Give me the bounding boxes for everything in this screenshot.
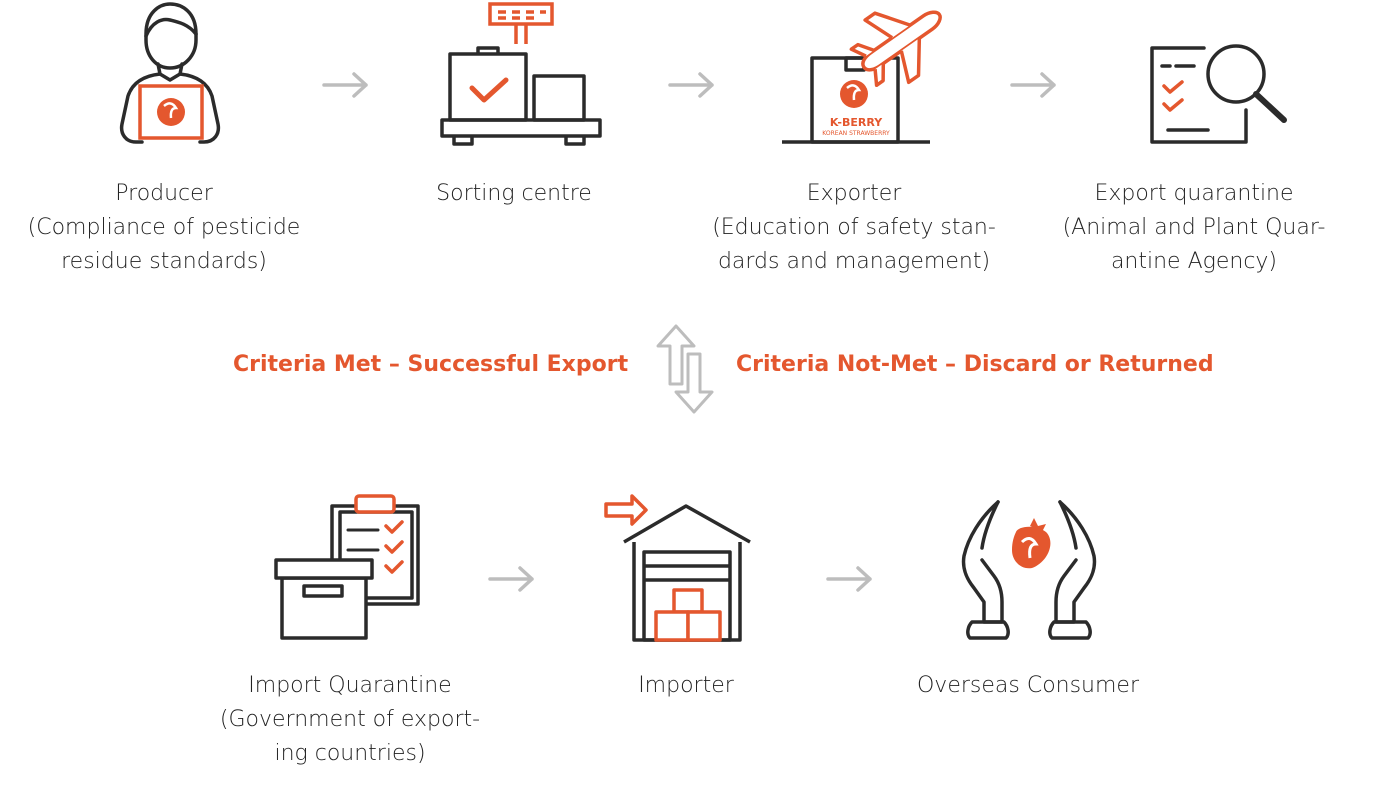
step-title: Export quarantine	[1094, 181, 1294, 206]
step-producer-label: Producer (Compliance of pesticide residu…	[14, 177, 314, 279]
step-subtitle: dards and management)	[717, 249, 991, 274]
step-title: Producer	[115, 181, 213, 206]
hands-strawberry-icon	[961, 500, 1097, 640]
step-subtitle: (Compliance of pesticide	[27, 215, 301, 240]
step-title: Importer	[638, 673, 734, 698]
box-brand-tagline: KOREAN STRAWBERRY	[822, 130, 890, 137]
export-box-plane-icon: K-BERRY KOREAN STRAWBERRY	[782, 10, 942, 144]
flow-arrow-icon	[1010, 72, 1056, 98]
step-title: Exporter	[806, 181, 902, 206]
step-subtitle: (Animal and Plant Quar-	[1062, 215, 1326, 240]
step-subtitle: residue standards)	[61, 249, 267, 274]
step-title: Sorting centre	[436, 181, 592, 206]
clipboard-box-icon	[274, 494, 420, 640]
step-subtitle: (Education of safety stan-	[712, 215, 996, 240]
sorting-scale-icon	[440, 2, 602, 146]
step-title: Overseas Consumer	[916, 673, 1140, 698]
step-importer-label: Importer	[566, 669, 806, 703]
step-title: Import Quarantine	[248, 673, 452, 698]
inspection-magnifier-icon	[1150, 44, 1287, 144]
flow-arrow-icon	[826, 566, 872, 592]
flow-arrow-icon	[322, 72, 368, 98]
step-exporter-label: Exporter (Education of safety stan- dard…	[694, 177, 1014, 279]
step-overseas-consumer-label: Overseas Consumer	[888, 669, 1168, 703]
step-subtitle: (Government of export-	[219, 707, 481, 732]
criteria-met-label: Criteria Met – Successful Export	[233, 352, 629, 377]
step-subtitle: antine Agency)	[1110, 249, 1278, 274]
criteria-not-met-label: Criteria Not-Met – Discard or Returned	[736, 352, 1214, 377]
step-subtitle: ing countries)	[274, 741, 426, 766]
flow-arrow-icon	[668, 72, 714, 98]
flow-arrow-icon	[488, 566, 534, 592]
bidirectional-arrow-icon	[656, 324, 714, 414]
warehouse-icon	[604, 494, 751, 642]
producer-icon	[119, 2, 221, 144]
step-import-quarantine-label: Import Quarantine (Government of export-…	[200, 669, 500, 771]
box-brand-name: K-BERRY	[830, 116, 883, 129]
step-sorting-label: Sorting centre	[384, 177, 644, 211]
step-export-quarantine-label: Export quarantine (Animal and Plant Quar…	[1044, 177, 1344, 279]
